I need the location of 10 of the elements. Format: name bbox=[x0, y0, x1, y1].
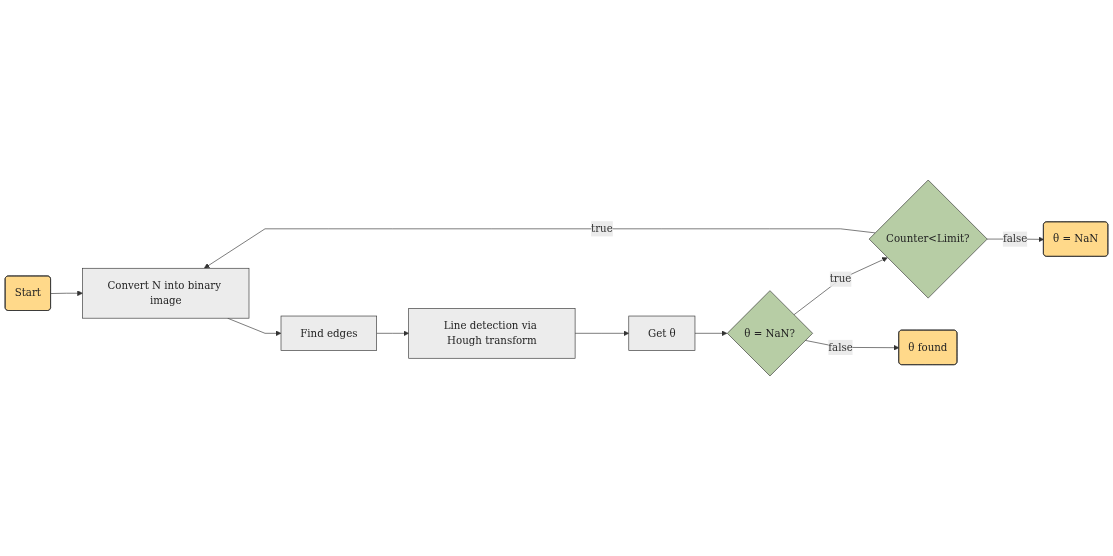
node-diamond: Counter<Limit? bbox=[868, 179, 988, 299]
node-box: Convert N into binary image bbox=[82, 267, 250, 319]
edge-label: false bbox=[1002, 232, 1028, 245]
node-box: Line detection via Hough transform bbox=[408, 308, 576, 359]
edge-label: false bbox=[828, 340, 853, 354]
node-diamond: θ = NaN? bbox=[726, 290, 813, 377]
edge-label: true bbox=[829, 272, 852, 285]
node-box: Get θ bbox=[628, 315, 696, 351]
edge-label: true bbox=[591, 222, 613, 235]
node-box: Find edges bbox=[280, 315, 377, 351]
